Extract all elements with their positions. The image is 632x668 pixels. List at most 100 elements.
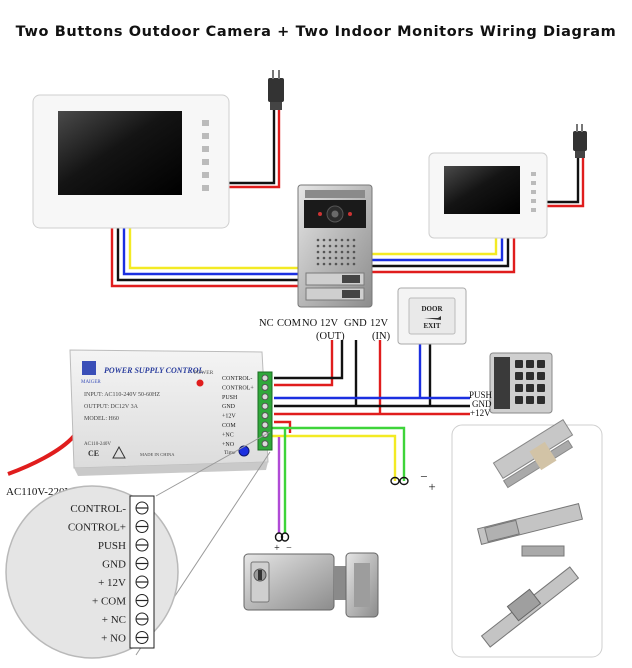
speaker-hole (340, 262, 344, 266)
zoom-terminal-label: + COM (92, 596, 126, 608)
keypad-key[interactable] (515, 360, 523, 368)
lock-contacts-bottom: + − (274, 532, 292, 554)
terminal-com-label: COM (277, 318, 302, 329)
keypad-key[interactable] (537, 396, 545, 404)
monitor-2-screen (444, 166, 520, 214)
speaker-hole (316, 262, 320, 266)
power-led (196, 379, 204, 387)
speaker-hole (322, 262, 326, 266)
psu-terminal-label: +NC (222, 432, 234, 438)
speaker-hole (346, 262, 350, 266)
lock-minus-sign: − (420, 469, 427, 484)
psu-spec-input: INPUT: AC110-240V 50-60HZ (84, 392, 160, 398)
keypad-gnd-label: GND (472, 399, 492, 409)
speaker-hole (334, 250, 338, 254)
speaker-hole (334, 256, 338, 260)
indoor-monitor-1 (32, 94, 230, 229)
keypad-key[interactable] (537, 372, 545, 380)
psu-time-label: Time (224, 450, 236, 456)
terminal-in-label: (IN) (372, 331, 391, 342)
speaker-hole (346, 250, 350, 254)
speaker-hole (340, 238, 344, 242)
terminal-screw (261, 393, 269, 401)
lock-plus-sign: + (428, 479, 435, 494)
diagram-title: Two Buttons Outdoor Camera + Two Indoor … (15, 24, 617, 40)
psu-terminal-label: +NO (222, 442, 235, 448)
terminal-block-body (257, 371, 273, 451)
psu-terminal-label: GND (222, 404, 236, 410)
psu-terminal-label: CONTROL+ (222, 385, 254, 391)
keypad-key[interactable] (515, 396, 523, 404)
terminal-screw (261, 421, 269, 429)
electric-rim-lock (243, 552, 379, 618)
optional-locks-panel (451, 418, 603, 658)
monitor1-adapter-cable (229, 110, 281, 189)
lock-contacts-right: − + (390, 469, 436, 494)
exit-button-exit-text: EXIT (423, 322, 440, 330)
keypad-key[interactable] (526, 396, 534, 404)
indoor-monitor-2 (428, 152, 548, 239)
keypad-terminal-labels: PUSH GND +12V (469, 390, 493, 418)
zoom-terminal-label: CONTROL+ (68, 522, 126, 534)
keypad-key[interactable] (515, 384, 523, 392)
zoom-terminal-label: + NC (102, 614, 126, 626)
psu-bus-wires (274, 396, 470, 416)
keypad-key[interactable] (526, 384, 534, 392)
speaker-hole (328, 250, 332, 254)
speaker-hole (322, 244, 326, 248)
terminal-screw (261, 412, 269, 420)
psu-terminal-label: CONTROL- (222, 376, 252, 382)
terminal-screw (261, 383, 269, 391)
keypad-key[interactable] (526, 372, 534, 380)
speaker-hole (352, 262, 356, 266)
speaker-hole (334, 238, 338, 242)
speaker-hole (352, 244, 356, 248)
speaker-hole (346, 238, 350, 242)
speaker-hole (328, 238, 332, 242)
speaker-hole (316, 244, 320, 248)
keypad-key[interactable] (537, 360, 545, 368)
exit-button-door-text: DOOR (422, 305, 444, 313)
keypad-12v-label: +12V (470, 408, 491, 418)
call-button-2[interactable] (305, 287, 365, 301)
speaker-hole (334, 244, 338, 248)
camera-terminal-labels: NC COM NO 12V (OUT) GND 12V (IN) (259, 318, 391, 342)
access-keypad (489, 352, 553, 414)
rim-lock-plus: + (274, 543, 280, 554)
keypad-key[interactable] (526, 360, 534, 368)
lock-wires (272, 420, 406, 533)
psu-spec-model: MODEL: H60 (84, 416, 119, 422)
terminal-12v-in-label: 12V (370, 318, 389, 329)
strike-lock (477, 503, 583, 557)
keypad-key[interactable] (515, 372, 523, 380)
power-led-label: POWER (194, 370, 214, 376)
speaker-hole (322, 256, 326, 260)
terminal-screw (261, 440, 269, 448)
keypad-key[interactable] (537, 384, 545, 392)
fail-secure-strike (480, 566, 580, 648)
psu-terminal-label: PUSH (222, 395, 238, 401)
speaker-hole (316, 256, 320, 260)
terminal-12v-out-label: 12V (320, 318, 339, 329)
call-button-1[interactable] (305, 272, 365, 286)
speaker-hole (352, 250, 356, 254)
power-adapter-2 (573, 124, 587, 158)
speaker-hole (316, 250, 320, 254)
terminal-screw (261, 402, 269, 410)
speaker-grille (316, 238, 356, 266)
psu-brand: POWER SUPPLY CONTROL (104, 366, 204, 375)
monitor1-to-camera-bus (110, 228, 300, 288)
time-adjust-knob[interactable] (238, 445, 250, 457)
ce-mark: CE (88, 449, 99, 458)
zoom-terminal-label: + NO (101, 633, 126, 645)
psu-terminal-block (257, 371, 273, 451)
psu-spec-small: AC110-240V (84, 442, 111, 447)
speaker-hole (352, 238, 356, 242)
monitor2-adapter-cable (547, 158, 585, 208)
monitor2-to-camera-bus (372, 238, 516, 274)
zoom-terminal-label: GND (102, 559, 126, 571)
terminal-out-label: (OUT) (316, 331, 345, 342)
zoom-terminal-label: PUSH (98, 540, 126, 552)
speaker-hole (340, 250, 344, 254)
